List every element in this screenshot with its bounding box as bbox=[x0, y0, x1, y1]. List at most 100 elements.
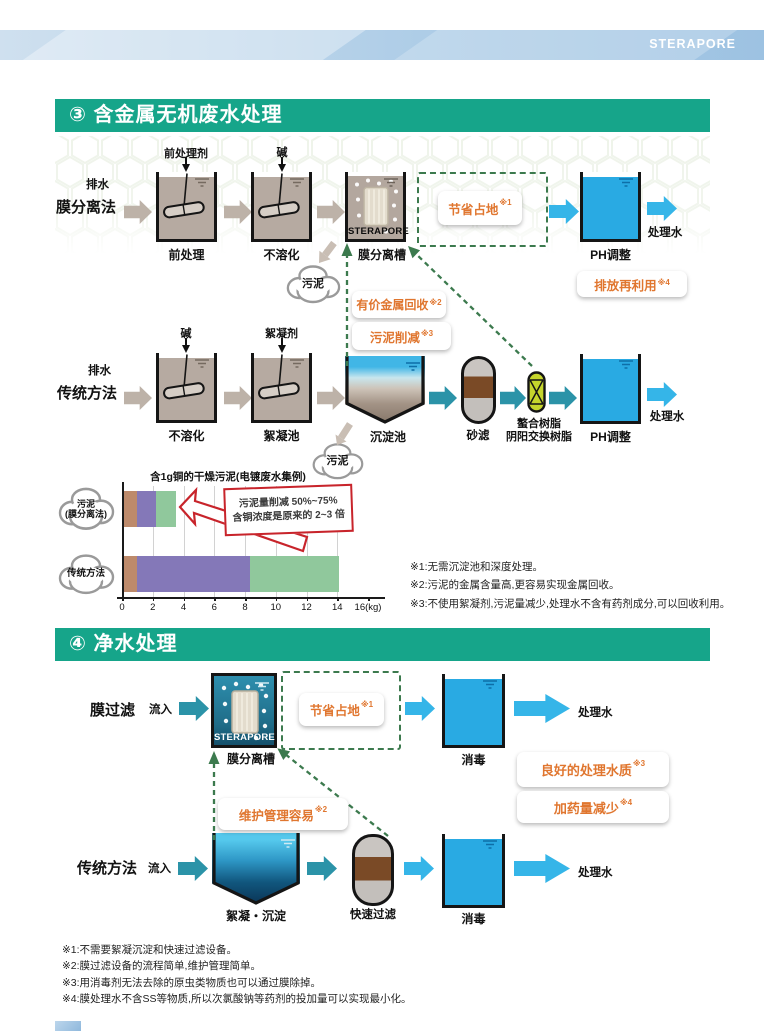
chart-tick-mark bbox=[337, 597, 339, 601]
flow-arrow bbox=[405, 696, 435, 721]
chart-tick-mark bbox=[152, 597, 155, 601]
flow-arrow bbox=[514, 694, 570, 723]
water-level-icon bbox=[483, 840, 497, 849]
badge-ref: ※2 bbox=[429, 298, 442, 307]
water-level-icon bbox=[290, 178, 304, 187]
badge-label: 维护管理容易 bbox=[238, 808, 314, 823]
tank-label: 不溶化 bbox=[263, 248, 300, 262]
replaced-units-dashed-box bbox=[281, 671, 401, 750]
stirrer-icon bbox=[258, 354, 300, 400]
flow-arrow bbox=[307, 856, 337, 881]
tank-pretreatment bbox=[156, 172, 217, 242]
badge-sludge-reduction: 污泥削减※3 bbox=[352, 322, 451, 350]
badge-ref: ※1 bbox=[499, 198, 512, 207]
sterapore-module-logo: STERAPORE bbox=[348, 226, 409, 237]
tank-disinfection bbox=[442, 674, 505, 748]
inflow-label: 排水 bbox=[86, 179, 109, 191]
tank-ph-adjust-2 bbox=[580, 354, 641, 424]
tank-outline bbox=[212, 833, 300, 905]
chart-tick-label: 16(kg) bbox=[354, 602, 382, 613]
chemical-label: 碱 bbox=[276, 147, 288, 159]
tank-label: 膜分离槽 bbox=[357, 248, 406, 262]
tank-membrane-separation: STERAPORE bbox=[345, 172, 409, 242]
stirrer-icon bbox=[258, 173, 300, 219]
badge-label: 加药量减少 bbox=[553, 800, 619, 816]
section3-notes: ※1:无需沉淀池和深度处理。 ※2:污泥的金属含量高,更容易实现金属回收。 ※3… bbox=[410, 558, 730, 613]
chart-x-axis bbox=[117, 597, 385, 599]
tank-insolubilization-2 bbox=[156, 353, 217, 423]
note-line: ※4:膜处理水不含SS等物质,所以次氯酸钠等药剂的投加量可以实现最小化。 bbox=[62, 993, 412, 1006]
tank-label: 沉淀池 bbox=[369, 430, 406, 444]
badge-label: 节省占地 bbox=[448, 202, 499, 217]
chemical-label: 碱 bbox=[180, 328, 192, 340]
badge-ref: ※4 bbox=[657, 278, 670, 287]
flow-arrow bbox=[179, 696, 209, 721]
membrane-module-icon bbox=[221, 681, 269, 741]
section3-header: ③ 含金属无机废水处理 bbox=[55, 99, 710, 132]
tank-label: 不溶化 bbox=[168, 429, 205, 443]
row-label-membrane-filtration: 膜过滤 bbox=[90, 702, 136, 719]
tank-disinfection-2 bbox=[442, 834, 505, 908]
section4-header: ④ 净水处理 bbox=[55, 628, 710, 661]
tank-membrane-separation-2: STERAPORE bbox=[211, 673, 277, 748]
chart-tick-mark bbox=[214, 597, 216, 601]
row-label-traditional-2: 传统方法 bbox=[77, 860, 138, 877]
badge-label: 节省占地 bbox=[309, 704, 360, 718]
flow-arrow bbox=[178, 856, 208, 881]
badge-space-saving: 节省占地※1 bbox=[438, 191, 522, 225]
tank-label: PH调整 bbox=[590, 248, 631, 262]
section4-title: ④ 净水处理 bbox=[69, 633, 178, 655]
cloud-icon bbox=[312, 443, 364, 480]
sand-filter bbox=[461, 356, 496, 424]
dosing-arrow-icon bbox=[182, 157, 190, 172]
tank-label: PH调整 bbox=[590, 430, 631, 444]
chart-tick-label: 4 bbox=[180, 602, 187, 613]
badge-ref: ※4 bbox=[619, 798, 633, 807]
chemical-label: 前处理剂 bbox=[164, 148, 208, 160]
badge-label: 排放再利用 bbox=[594, 278, 657, 293]
tank-coagulation-sedimentation bbox=[212, 833, 300, 905]
footer-banner-sliver bbox=[55, 1021, 81, 1031]
note-line: ※1:不需要絮凝沉淀和快速过滤设备。 bbox=[62, 944, 238, 956]
cloud-label: 污泥 bbox=[302, 278, 324, 290]
inflow-label: 流入 bbox=[148, 863, 171, 875]
badge-space-saving-2: 节省占地※1 bbox=[299, 693, 384, 726]
tank-label: 絮凝池 bbox=[263, 429, 300, 443]
tank-ph-adjust bbox=[580, 172, 641, 242]
cloud-label: 污泥 bbox=[326, 455, 349, 467]
chart-tick-label: 12 bbox=[301, 602, 312, 613]
tank-coagulation bbox=[251, 353, 312, 423]
sterapore-module-logo: STERAPORE bbox=[214, 732, 275, 743]
note-line: ※3:用消毒剂无法去除的原虫类物质也可以通过膜除掉。 bbox=[62, 976, 322, 989]
water-level-icon bbox=[384, 178, 398, 187]
chart-tick-mark bbox=[306, 597, 308, 601]
brand-logo: STERAPORE bbox=[649, 37, 736, 51]
inflow-label: 流入 bbox=[149, 704, 172, 716]
water-level-icon bbox=[195, 178, 209, 187]
banner-streak bbox=[0, 30, 383, 60]
water-level-icon bbox=[483, 680, 497, 689]
chart-bar-segment bbox=[249, 556, 339, 592]
chart-tick-mark bbox=[245, 597, 247, 601]
sludge-cloud: 污泥 bbox=[310, 441, 365, 481]
chart-bar-segment bbox=[123, 491, 138, 527]
badge-discharge-reuse: 排放再利用※4 bbox=[577, 271, 687, 297]
water-level-icon bbox=[619, 360, 633, 369]
flow-arrow bbox=[224, 386, 252, 410]
tank-outline bbox=[345, 356, 425, 424]
cloud-icon bbox=[58, 554, 115, 595]
badge-label: 有价金属回收 bbox=[356, 298, 429, 312]
badge-chemical-dose: 加药量减少※4 bbox=[517, 791, 669, 823]
chart-category-cloud-membrane: 污泥 (膜分离法) bbox=[56, 485, 116, 532]
outflow-label: 处理水 bbox=[647, 227, 683, 239]
chart-tick-label: 0 bbox=[119, 602, 125, 613]
water-level-icon bbox=[195, 359, 209, 368]
category-label: (膜分离法) bbox=[65, 508, 107, 519]
chart-bar-segment bbox=[137, 556, 250, 592]
chart-y-axis bbox=[122, 482, 124, 597]
badge-metal-recovery: 有价金属回收※2 bbox=[352, 291, 446, 318]
dosing-arrow-icon bbox=[278, 338, 286, 353]
water-level-icon bbox=[406, 362, 420, 371]
replaced-units-dashed-box bbox=[417, 172, 548, 247]
